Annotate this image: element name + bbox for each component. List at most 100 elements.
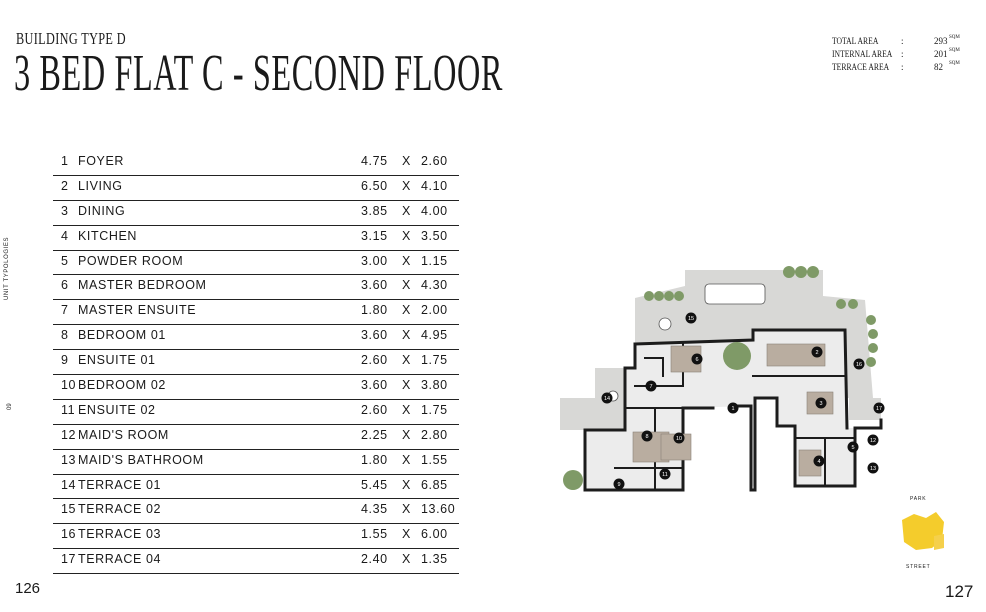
room-name: POWDER ROOM <box>78 253 184 268</box>
room-width: 4.35 <box>361 502 388 517</box>
terrace-sofa <box>704 283 766 305</box>
room-marker-circle <box>601 392 613 404</box>
area-unit: SQM <box>949 35 960 40</box>
room-width: 1.80 <box>361 452 388 467</box>
room-width: 6.50 <box>361 178 388 193</box>
room-marker-label: 16 <box>856 362 862 368</box>
room-marker-7: 7 <box>645 380 657 392</box>
room-marker-circle <box>811 346 823 358</box>
room-length: 4.00 <box>421 203 448 218</box>
room-marker-17: 17 <box>873 402 885 414</box>
room-name: DINING <box>78 203 126 218</box>
room-number: 6 <box>61 278 69 293</box>
terrace-area <box>849 398 881 420</box>
room-name: ENSUITE 01 <box>78 353 156 368</box>
room-marker-label: 10 <box>676 436 682 442</box>
room-marker-label: 13 <box>870 466 876 472</box>
room-marker-8: 8 <box>641 430 653 442</box>
room-number: 2 <box>61 178 69 193</box>
dimension-separator: X <box>402 253 411 268</box>
room-name: MAID'S BATHROOM <box>78 452 204 467</box>
room-marker-circle <box>673 432 685 444</box>
room-width: 1.80 <box>361 303 388 318</box>
room-name: TERRACE 01 <box>78 477 162 492</box>
room-number: 7 <box>61 303 69 318</box>
room-length: 3.50 <box>421 228 448 243</box>
dimension-separator: X <box>402 427 411 442</box>
area-unit: SQM <box>949 48 960 53</box>
room-name: BEDROOM 01 <box>78 328 166 343</box>
dimension-separator: X <box>402 402 411 417</box>
room-name: MASTER BEDROOM <box>78 278 207 293</box>
room-number: 12 <box>61 427 77 442</box>
dimension-separator: X <box>402 303 411 318</box>
room-marker-4: 4 <box>813 455 825 467</box>
room-length: 3.80 <box>421 378 448 393</box>
room-marker-circle <box>847 441 859 453</box>
room-length: 4.10 <box>421 178 448 193</box>
room-marker-circle <box>659 468 671 480</box>
site-key-map: PARK STREET <box>896 496 956 570</box>
room-length: 6.00 <box>421 527 448 542</box>
area-row-total: TOTAL AREA : 293 SQM <box>832 35 972 49</box>
room-length: 1.75 <box>421 402 448 417</box>
room-width: 4.75 <box>361 154 388 168</box>
room-length: 1.55 <box>421 452 448 467</box>
room-width: 5.45 <box>361 477 388 492</box>
room-marker-label: 9 <box>617 482 620 488</box>
room-marker-12: 12 <box>867 434 879 446</box>
room-name: TERRACE 04 <box>78 552 162 567</box>
room-marker-circle <box>641 430 653 442</box>
room-marker-circle <box>873 402 885 414</box>
room-marker-1: 1 <box>727 402 739 414</box>
area-unit: SQM <box>949 61 960 66</box>
room-number: 15 <box>61 502 77 517</box>
room-width: 3.00 <box>361 253 388 268</box>
room-marker-15: 15 <box>685 312 697 324</box>
room-name: KITCHEN <box>78 228 138 243</box>
room-marker-14: 14 <box>601 392 613 404</box>
room-marker-circle <box>867 434 879 446</box>
dimension-separator: X <box>402 228 411 243</box>
room-marker-3: 3 <box>815 397 827 409</box>
room-marker-10: 10 <box>673 432 685 444</box>
room-marker-11: 11 <box>659 468 671 480</box>
room-marker-circle <box>813 455 825 467</box>
room-number: 16 <box>61 527 77 542</box>
dimension-separator: X <box>402 552 411 567</box>
room-marker-label: 15 <box>688 316 694 322</box>
room-marker-label: 1 <box>731 406 734 412</box>
room-width: 3.60 <box>361 328 388 343</box>
room-width: 2.40 <box>361 552 388 567</box>
room-marker-label: 8 <box>645 434 648 440</box>
room-length: 4.95 <box>421 328 448 343</box>
room-number: 4 <box>61 228 69 243</box>
area-colon: : <box>901 36 904 46</box>
room-name: TERRACE 03 <box>78 527 162 542</box>
room-name: TERRACE 02 <box>78 502 162 517</box>
room-length: 1.15 <box>421 253 448 268</box>
room-row: 7 MASTER ENSUITE 1.80 X 2.00 <box>53 300 459 326</box>
area-value: 293 <box>934 36 948 46</box>
dimension-separator: X <box>402 154 411 168</box>
page-number-right: 127 <box>945 582 974 601</box>
room-marker-circle <box>727 402 739 414</box>
room-length: 2.00 <box>421 303 448 318</box>
room-width: 3.60 <box>361 278 388 293</box>
terrace-table <box>658 317 672 331</box>
dimension-separator: X <box>402 477 411 492</box>
area-colon: : <box>901 62 904 72</box>
room-name: MASTER ENSUITE <box>78 303 197 318</box>
room-marker-label: 14 <box>604 396 610 402</box>
room-marker-circle <box>815 397 827 409</box>
dimension-separator: X <box>402 203 411 218</box>
room-marker-circle <box>645 380 657 392</box>
room-marker-9: 9 <box>613 478 625 490</box>
